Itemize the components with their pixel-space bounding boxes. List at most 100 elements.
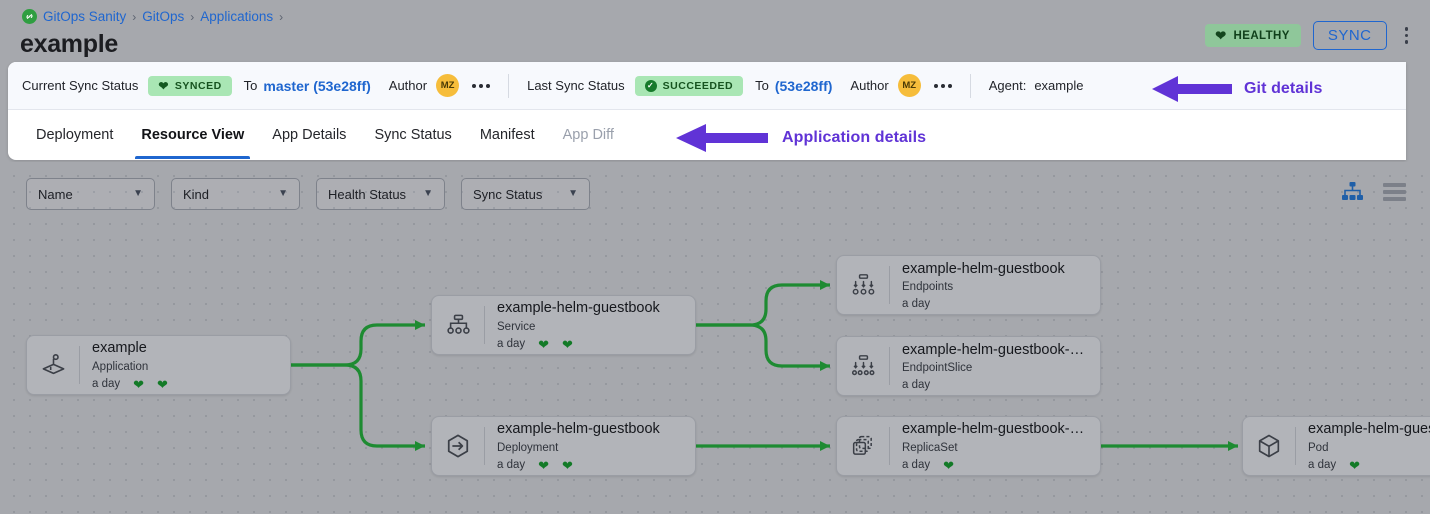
node-name: example-helm-guestbook: [497, 300, 660, 317]
pod-icon: [1243, 432, 1295, 460]
node-content: example-helm-guestbook Service a day ❤ ❤: [485, 291, 670, 358]
current-sync-status-value: SYNCED: [174, 79, 222, 92]
health-heart-icon: ❤: [1349, 457, 1361, 473]
current-author-label: Author: [388, 78, 428, 93]
graph-node-endpointslice[interactable]: example-helm-guestbook-ct... EndpointSli…: [836, 336, 1101, 396]
kebab-menu-icon[interactable]: [1399, 23, 1415, 48]
node-content: example Application a day ❤ ❤: [80, 331, 178, 398]
filter-name-label: Name: [38, 186, 73, 202]
node-kind: Endpoints: [902, 281, 954, 294]
node-kind: Application: [92, 360, 149, 373]
current-sync-status-label: Current Sync Status: [22, 78, 139, 93]
graph-node-replicaset[interactable]: example-helm-guestbook-74... ReplicaSet …: [836, 416, 1101, 476]
node-age: a day: [902, 298, 931, 311]
health-heart-icon: ❤: [943, 457, 954, 473]
tab-sync-status[interactable]: Sync Status: [374, 126, 452, 143]
node-name: example-helm-guest: [1308, 421, 1430, 438]
health-heart-icon: ❤: [538, 457, 550, 473]
avatar: MZ: [897, 74, 921, 97]
node-kind: EndpointSlice: [901, 362, 973, 375]
gitops-logo-icon: [22, 9, 37, 24]
sync-heart-icon: ❤: [157, 376, 168, 392]
list-view-icon[interactable]: [1383, 182, 1406, 201]
breadcrumb-separator: ›: [190, 9, 195, 24]
endpoints-icon: [837, 272, 889, 299]
filter-kind[interactable]: Kind ▼: [171, 178, 300, 210]
tab-manifest[interactable]: Manifest: [479, 126, 535, 143]
sync-button[interactable]: SYNC: [1312, 21, 1387, 50]
tab-app-details[interactable]: App Details: [272, 126, 347, 143]
filter-sync-status[interactable]: Sync Status ▼: [461, 178, 590, 210]
node-content: example-helm-guestbook-ct... EndpointSli…: [890, 333, 1100, 399]
last-to-label: To: [755, 78, 769, 93]
node-meta: a day ❤ ❤: [497, 338, 660, 351]
filter-health-status[interactable]: Health Status ▼: [316, 178, 445, 210]
graph-node-application[interactable]: example Application a day ❤ ❤: [26, 335, 291, 395]
last-revision-link[interactable]: (53e28ff): [774, 77, 833, 94]
deployment-icon: [432, 431, 484, 461]
filter-bar: Name ▼ Kind ▼ Health Status ▼ Sync Statu…: [26, 178, 590, 210]
last-sync-status-value: SUCCEEDED: [662, 79, 734, 92]
node-age: a day: [497, 338, 526, 351]
current-ellipsis-icon[interactable]: [472, 83, 491, 88]
node-content: example-helm-guestbook Deployment a day …: [485, 412, 670, 479]
node-kind: Deployment: [497, 441, 559, 454]
endpointslice-icon: [837, 353, 889, 380]
node-meta: a day: [902, 298, 1065, 310]
node-content: example-helm-guest Pod a day ❤: [1296, 412, 1430, 479]
tab-resource-view[interactable]: Resource View: [127, 110, 258, 159]
application-icon: [27, 352, 79, 379]
current-revision-link[interactable]: master (53e28ff): [263, 77, 371, 94]
last-author-label: Author: [850, 78, 889, 93]
node-content: example-helm-guestbook Endpoints a day: [890, 252, 1075, 318]
breadcrumb-item-2[interactable]: Applications: [200, 9, 274, 24]
divider: [79, 346, 80, 384]
sync-heart-icon: ❤: [562, 336, 573, 352]
node-meta: a day ❤: [1308, 459, 1430, 472]
current-sync-status-badge[interactable]: ❤ SYNCED: [148, 75, 232, 96]
resource-graph-canvas: Name ▼ Kind ▼ Health Status ▼ Sync Statu…: [0, 162, 1430, 514]
tab-deployment[interactable]: Deployment: [36, 126, 114, 143]
filter-sync-status-label: Sync Status: [473, 186, 543, 202]
last-ellipsis-icon[interactable]: [933, 83, 952, 88]
divider: [484, 427, 485, 465]
replicaset-icon: [837, 432, 889, 460]
heart-icon: ❤: [158, 78, 169, 93]
breadcrumb-item-0[interactable]: GitOps Sanity: [43, 9, 127, 24]
current-to-label: To: [243, 78, 258, 93]
breadcrumb-item-1[interactable]: GitOps: [142, 9, 185, 24]
health-heart-icon: ❤: [133, 376, 145, 392]
graph-node-deployment[interactable]: example-helm-guestbook Deployment a day …: [431, 416, 696, 476]
graph-node-pod[interactable]: example-helm-guest Pod a day ❤: [1242, 416, 1430, 476]
application-details-panel: Current Sync Status ❤ SYNCED To master (…: [8, 62, 1406, 160]
tree-view-icon[interactable]: [1342, 182, 1363, 201]
service-icon: [432, 312, 484, 339]
graph-node-endpoints[interactable]: example-helm-guestbook Endpoints a day: [836, 255, 1101, 315]
heart-icon: ❤: [1215, 28, 1227, 43]
node-meta: a day ❤: [902, 459, 1090, 472]
check-circle-icon: ✓: [644, 79, 657, 92]
node-name: example-helm-guestbook-74...: [901, 421, 1090, 438]
filter-name[interactable]: Name ▼: [26, 178, 155, 210]
node-name: example-helm-guestbook: [902, 260, 1065, 277]
filter-kind-label: Kind: [183, 186, 210, 202]
health-status-badge[interactable]: ❤ HEALTHY: [1205, 24, 1301, 47]
sync-status-bar: Current Sync Status ❤ SYNCED To master (…: [8, 62, 1406, 110]
breadcrumb: GitOps Sanity › GitOps › Applications ›: [22, 9, 283, 24]
divider: [889, 266, 890, 304]
last-sync-status-badge[interactable]: ✓ SUCCEEDED: [634, 75, 744, 96]
page-title: example: [20, 30, 118, 58]
node-kind: Pod: [1308, 441, 1329, 454]
avatar: MZ: [436, 74, 460, 97]
node-age: a day: [1308, 459, 1337, 472]
chevron-down-icon: ▼: [133, 188, 143, 199]
node-name: example-helm-guestbook: [497, 421, 660, 438]
agent-label: Agent:: [988, 78, 1027, 93]
health-heart-icon: ❤: [538, 336, 550, 352]
header-actions: ❤ HEALTHY SYNC: [1205, 21, 1414, 50]
node-age: a day: [497, 459, 526, 472]
graph-node-service[interactable]: example-helm-guestbook Service a day ❤ ❤: [431, 295, 696, 355]
divider: [889, 427, 890, 465]
node-meta: a day ❤ ❤: [92, 378, 168, 391]
